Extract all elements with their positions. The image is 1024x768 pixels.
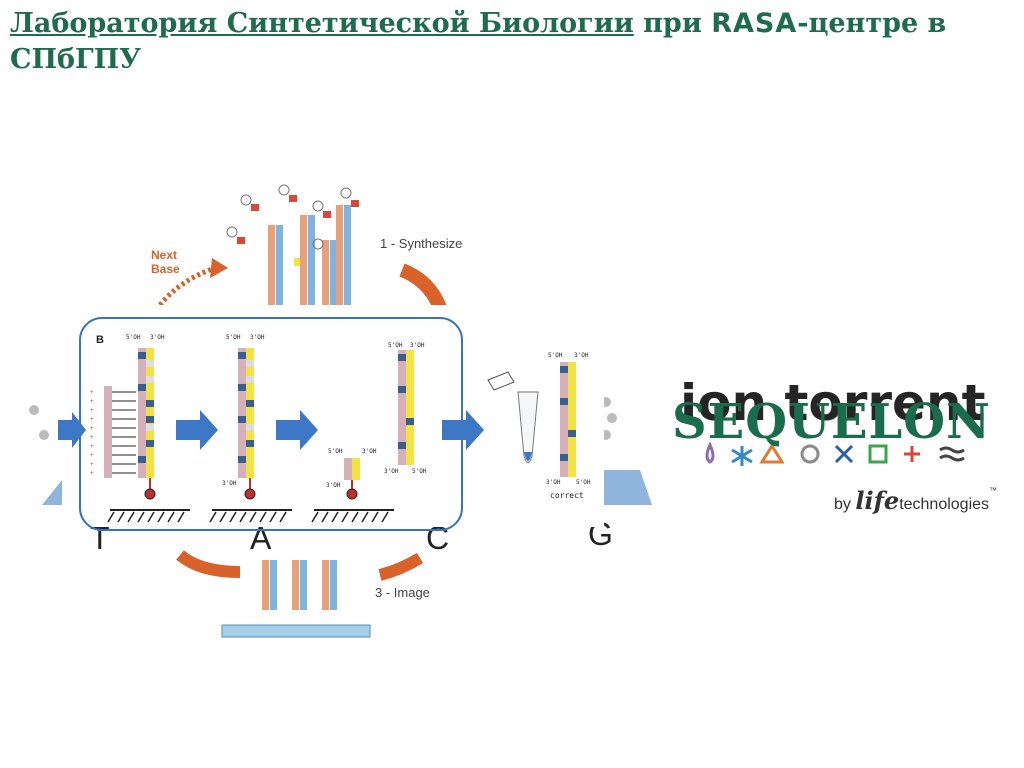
correct-label: correct	[550, 491, 584, 500]
by-text: by	[834, 496, 851, 513]
life-text: life	[855, 486, 900, 515]
svg-text:+: +	[90, 461, 94, 468]
svg-text:+: +	[90, 389, 94, 396]
ion-torrent-faded-logo: ion torrent	[680, 374, 985, 432]
svg-text:+: +	[90, 416, 94, 423]
col5-5prime: 5'OH	[548, 352, 563, 359]
trademark-symbol: ™	[989, 486, 998, 495]
cycle-arrow-bottom-left	[176, 550, 241, 578]
col1-5prime: 5'OH	[126, 334, 141, 341]
col4-5prime-bottom: 5'OH	[412, 468, 427, 475]
step-synthesize-label: 1 - Synthesize	[380, 236, 463, 251]
ion-torrent-icons	[705, 441, 965, 466]
step-arrows	[58, 410, 484, 450]
col4-3prime-bottom: 3'OH	[384, 468, 399, 475]
title-end: -центре в СПбГПУ	[10, 8, 947, 75]
svg-text:+: +	[90, 452, 94, 459]
col4-5prime: 5'OH	[388, 342, 403, 349]
col3-3prime-bottom: 3'OH	[326, 482, 341, 489]
cycle-arrow-bottom-right	[378, 552, 424, 581]
svg-text:+: +	[90, 434, 94, 441]
next-base-arrow	[158, 265, 216, 307]
right-tray	[600, 470, 652, 505]
svg-text:+: +	[90, 443, 94, 450]
page-title: Лаборатория Синтетической Биологии при R…	[10, 6, 1010, 78]
bottom-strands	[262, 560, 337, 610]
col2-5prime: 5'OH	[226, 334, 241, 341]
col3-3prime: 3'OH	[362, 448, 377, 455]
svg-text:+: +	[90, 470, 94, 477]
strand-column-2	[209, 348, 292, 523]
col2-3prime: 3'OH	[250, 334, 265, 341]
technologies-text: technologies	[899, 496, 990, 513]
svg-text:+: +	[90, 407, 94, 414]
col5-5prime-bottom: 5'OH	[576, 479, 591, 486]
flow-cell-slide	[221, 624, 371, 638]
life-technologies-logo: by lifetechnologies™	[834, 486, 997, 515]
tube-and-final-strand	[487, 362, 576, 477]
step-image-label: 3 - Image	[375, 585, 430, 600]
panel-label-b: B	[96, 334, 104, 346]
col5-3prime: 3'OH	[574, 352, 589, 359]
svg-text:+: +	[90, 398, 94, 405]
col4-3prime: 3'OH	[410, 342, 425, 349]
free-nucleotides	[226, 184, 359, 250]
strand-column-1: + + + + + + + + + +	[90, 348, 190, 523]
top-strands	[268, 205, 351, 305]
lab-title-link[interactable]: Лаборатория Синтетической Биологии	[10, 8, 634, 39]
svg-text:+: +	[90, 425, 94, 432]
col5-3prime-bottom: 3'OH	[546, 479, 561, 486]
col3-5prime: 5'OH	[328, 448, 343, 455]
strand-column-3	[311, 350, 414, 523]
col2-3prime-bottom: 3'OH	[222, 480, 237, 487]
title-rasa: RASA	[711, 8, 798, 39]
next-base-label: Next Base	[151, 248, 180, 276]
title-middle: при	[643, 8, 702, 39]
sequelon-logo: SEQUELON	[672, 394, 991, 450]
col1-3prime: 3'OH	[150, 334, 165, 341]
